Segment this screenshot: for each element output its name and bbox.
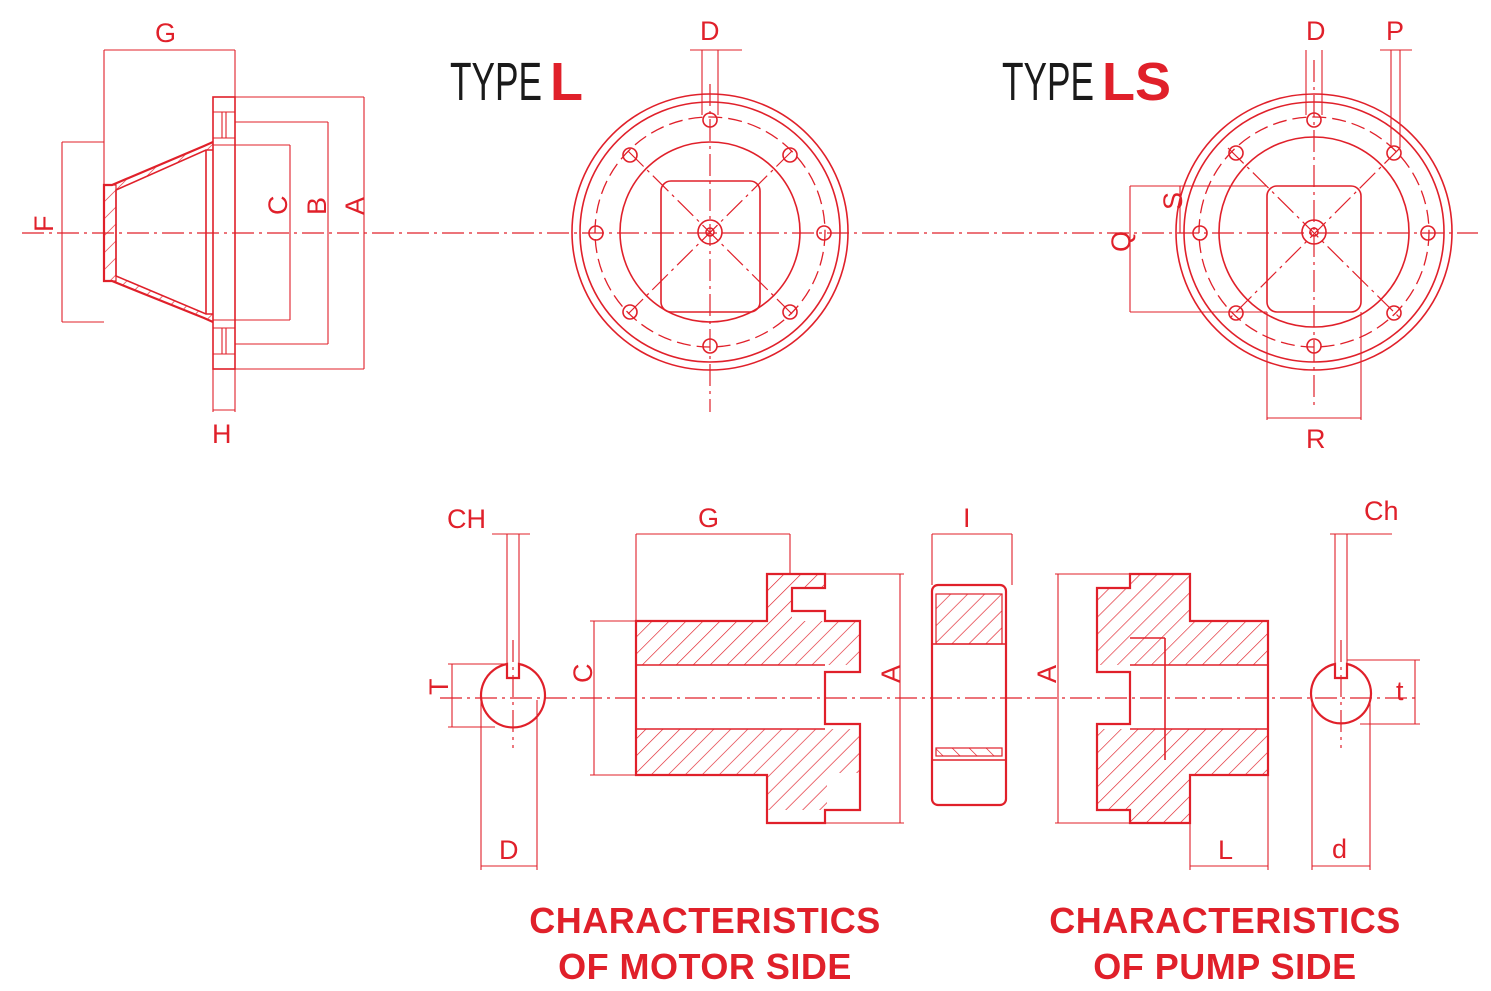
motor-dim-t-label: T [424, 679, 454, 696]
pump-dim-ch-label: Ch [1364, 496, 1399, 526]
pump-dim-t-label: t [1396, 676, 1404, 706]
spider-element-section [930, 533, 1013, 807]
type-ls-dim-q-label: Q [1106, 231, 1136, 252]
dim-h-label: H [212, 419, 232, 449]
pump-caption-line2: OF PUMP SIDE [1093, 946, 1357, 987]
type-ls-suffix: LS [1102, 52, 1171, 112]
type-l-front-view [571, 49, 849, 412]
motor-dim-c-label: C [568, 664, 598, 684]
pump-dim-d-label: d [1332, 834, 1347, 864]
dim-g-label: G [155, 18, 176, 48]
motor-dim-ch-label: CH [447, 504, 486, 534]
type-ls-front-view [1129, 49, 1453, 420]
dim-c-label: C [263, 196, 293, 216]
pump-dim-l-label: L [1218, 835, 1233, 865]
dim-f-label: F [29, 216, 59, 233]
dim-b-label: B [302, 197, 332, 215]
type-ls-dim-d-label: D [1306, 16, 1326, 46]
motor-side-caption: CHARACTERISTICS OF MOTOR SIDE [480, 898, 930, 990]
type-l-prefix: TYPE [450, 52, 542, 112]
pump-dim-a-label: A [1032, 665, 1062, 683]
motor-caption-line1: CHARACTERISTICS [529, 900, 881, 941]
pump-hub-section [1055, 572, 1270, 870]
motor-shaft-end-view [448, 533, 547, 870]
pump-shaft-end-view [1309, 533, 1420, 870]
bell-housing-side-view [61, 49, 365, 412]
motor-dim-d-label: D [499, 835, 519, 865]
type-ls-dim-s-label: S [1158, 192, 1188, 210]
type-ls-dim-r-label: R [1306, 424, 1326, 454]
pump-caption-line1: CHARACTERISTICS [1049, 900, 1401, 941]
dim-a-label: A [340, 197, 370, 215]
type-ls-prefix: TYPE [1002, 52, 1094, 112]
motor-caption-line2: OF MOTOR SIDE [558, 946, 852, 987]
motor-dim-g-label: G [698, 503, 719, 533]
motor-hub-section [590, 533, 904, 825]
motor-dim-a-label: A [876, 665, 906, 683]
spider-dim-i-label: I [963, 503, 971, 533]
pump-side-caption: CHARACTERISTICS OF PUMP SIDE [1000, 898, 1450, 990]
type-l-dim-d-label: D [700, 16, 720, 46]
type-l-suffix: L [550, 52, 583, 112]
type-ls-dim-p-label: P [1386, 16, 1404, 46]
